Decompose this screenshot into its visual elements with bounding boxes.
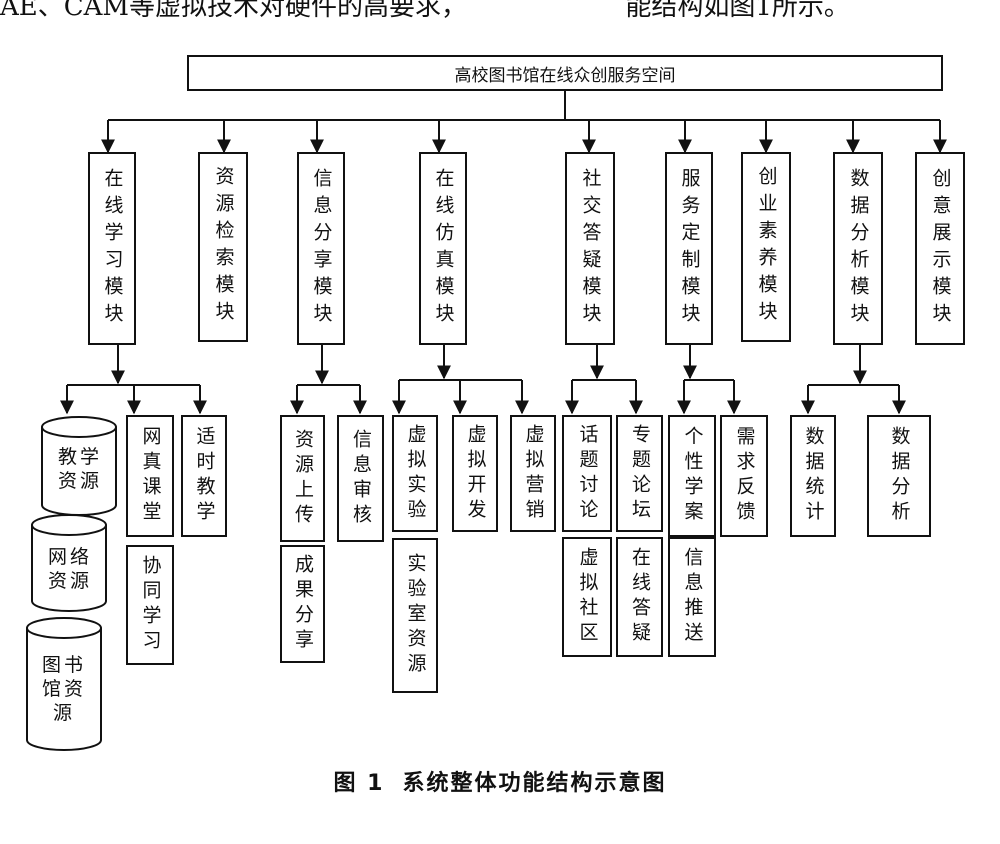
- demand-feedback-label: 需求反馈: [733, 426, 756, 526]
- module-social-qa: 社交答疑模块: [565, 152, 615, 345]
- achievement-share-label: 成果分享: [292, 554, 314, 654]
- module-label: 在线仿真模块: [432, 167, 455, 330]
- data-stats-label: 数据统计: [802, 426, 825, 526]
- info-review-box: 信息审核: [337, 415, 384, 542]
- achievement-share-box: 成果分享: [280, 545, 325, 663]
- collab-learning-box: 协同学习: [126, 545, 174, 665]
- data-analysis-label: 数据分析: [888, 426, 911, 526]
- module-online-simulation: 在线仿真模块: [419, 152, 467, 345]
- module-label: 资源检索模块: [212, 166, 235, 328]
- module-data-analysis: 数据分析模块: [833, 152, 883, 345]
- virtual-community-label: 虚拟社区: [576, 547, 599, 647]
- info-review-label: 信息审核: [350, 428, 372, 529]
- virtual-community-box: 虚拟社区: [562, 537, 612, 657]
- module-entrepreneurship: 创业素养模块: [741, 152, 791, 342]
- module-online-learning: 在线学习模块: [88, 152, 136, 345]
- timely-teaching-label: 适时教学: [193, 426, 216, 526]
- figure-number: 图 1: [333, 771, 385, 796]
- virtual-dev-box: 虚拟开发: [452, 415, 498, 532]
- module-resource-search: 资源检索模块: [198, 152, 248, 342]
- special-forum-label: 专题论坛: [629, 423, 651, 524]
- root-node: 高校图书馆在线众创服务空间: [187, 55, 943, 91]
- info-push-label: 信息推送: [681, 547, 704, 647]
- info-push-box: 信息推送: [668, 537, 716, 657]
- data-stats-box: 数据统计: [790, 415, 836, 537]
- online-qa-box: 在线答疑: [616, 537, 663, 657]
- personal-plan-label: 个性学案: [681, 426, 704, 526]
- resource-upload-box: 资源上传: [280, 415, 325, 542]
- virtual-marketing-label: 虚拟营销: [522, 423, 545, 524]
- topic-discussion-box: 话题讨论: [562, 415, 612, 532]
- module-label: 创业素养模块: [755, 166, 778, 328]
- module-label: 创意展示模块: [929, 167, 952, 330]
- virtual-experiment-label: 虚拟实验: [404, 423, 427, 524]
- virtual-experiment-box: 虚拟实验: [392, 415, 438, 532]
- virtual-dev-label: 虚拟开发: [464, 423, 487, 524]
- virtual-marketing-box: 虚拟营销: [510, 415, 556, 532]
- net-class-label: 网真课堂: [139, 426, 162, 526]
- net-class-box: 网真课堂: [126, 415, 174, 537]
- teaching-resources-label: 教学资源: [57, 446, 102, 492]
- module-label: 数据分析模块: [847, 167, 870, 330]
- lab-resources-box: 实验室资源: [392, 538, 438, 693]
- header-text-left: AE、CAM等虚拟技术对硬件的高要求，: [0, 0, 468, 22]
- root-label: 高校图书馆在线众创服务空间: [454, 65, 676, 86]
- data-analysis-box: 数据分析: [867, 415, 931, 537]
- module-service-custom: 服务定制模块: [665, 152, 713, 345]
- online-qa-label: 在线答疑: [629, 547, 651, 647]
- module-label: 在线学习模块: [101, 167, 124, 330]
- topic-discussion-label: 话题讨论: [576, 423, 599, 524]
- resource-upload-label: 资源上传: [292, 428, 314, 529]
- module-info-sharing: 信息分享模块: [297, 152, 345, 345]
- header-text-right: 能结构如图1所示。: [625, 0, 850, 22]
- figure-caption: 图 1 系统整体功能结构示意图: [0, 765, 1000, 797]
- timely-teaching-box: 适时教学: [181, 415, 227, 537]
- demand-feedback-box: 需求反馈: [720, 415, 768, 537]
- network-resources-label: 网络资源: [47, 546, 92, 592]
- page-header-text: AE、CAM等虚拟技术对硬件的高要求， 能结构如图1所示。: [0, 0, 1000, 23]
- personal-plan-box: 个性学案: [668, 415, 716, 537]
- collab-learning-label: 协同学习: [139, 555, 162, 655]
- module-label: 信息分享模块: [310, 167, 333, 330]
- module-creative-show: 创意展示模块: [915, 152, 965, 345]
- lab-resources-label: 实验室资源: [404, 553, 427, 678]
- module-label: 服务定制模块: [678, 167, 701, 330]
- figure-title: 系统整体功能结构示意图: [402, 771, 667, 796]
- module-label: 社交答疑模块: [579, 167, 602, 330]
- special-forum-box: 专题论坛: [616, 415, 663, 532]
- library-resources-label: 图书馆资源: [41, 654, 86, 724]
